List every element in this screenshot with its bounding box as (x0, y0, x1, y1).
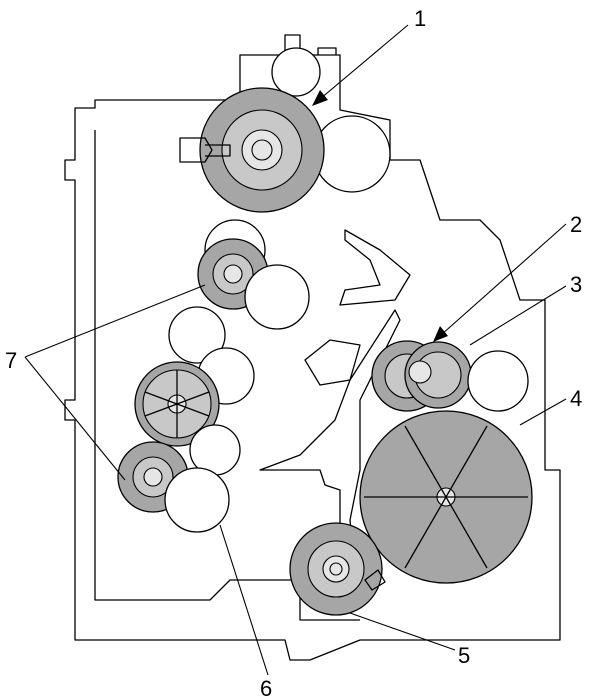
gear-5 (289, 522, 386, 616)
leader-1 (319, 24, 409, 100)
arrowhead-1 (312, 90, 328, 106)
callout-1: 1 (414, 6, 426, 31)
callout-3: 3 (570, 272, 582, 297)
frame-inner-contour (94, 130, 360, 621)
gear-center-left (134, 361, 220, 447)
callout-6: 6 (260, 676, 272, 700)
frame-left-tab (304, 339, 361, 386)
top-small-roller (271, 47, 321, 97)
leader-7a (24, 284, 206, 358)
gear-3 (404, 341, 472, 409)
leader-5 (349, 612, 456, 651)
callout-5: 5 (458, 643, 470, 668)
gear-1 (179, 87, 325, 213)
callout-4: 4 (570, 386, 582, 411)
right-roller (467, 350, 529, 412)
leader-6 (219, 524, 269, 676)
left-roller-c (168, 306, 226, 364)
left-roller-b (244, 264, 310, 330)
leader-4 (519, 398, 567, 426)
gear-4 (359, 410, 533, 584)
arrowhead-2 (433, 326, 448, 342)
callout-7: 7 (5, 348, 17, 373)
frame-bracket (339, 229, 411, 306)
leader-7b (24, 356, 126, 481)
leader-3 (469, 285, 567, 346)
callout-2: 2 (570, 212, 582, 237)
top-bracket (317, 47, 337, 55)
roller-6 (164, 467, 230, 533)
leader-2 (440, 223, 567, 336)
top-right-roller (313, 115, 391, 193)
lever-arm (259, 309, 401, 581)
